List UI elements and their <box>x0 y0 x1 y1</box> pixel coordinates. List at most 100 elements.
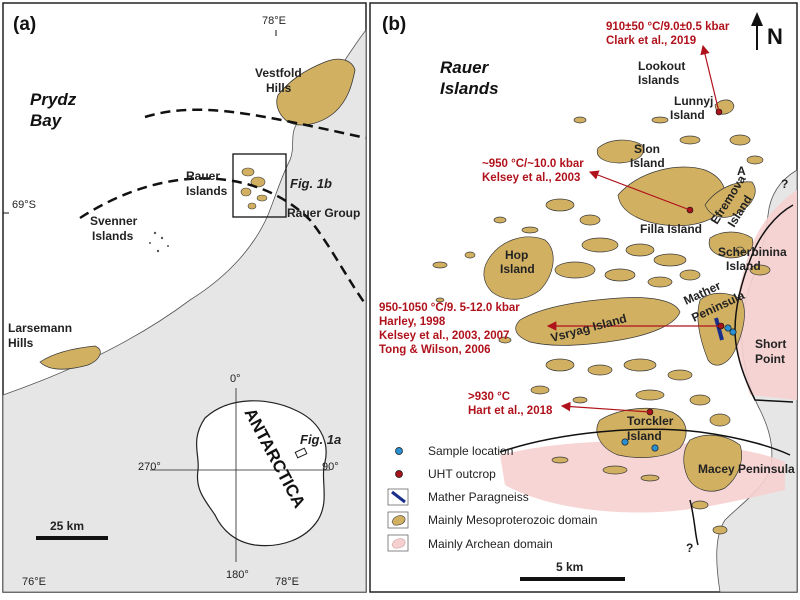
panel-b-label: (b) <box>382 14 406 35</box>
panel-b: (b) N Rauer Islands Lookout Islands Lunn… <box>369 2 798 593</box>
hop-island-shape <box>483 236 554 300</box>
vestfold-label-1: Vestfold <box>255 66 302 80</box>
fig1a-label: Fig. 1a <box>300 432 341 447</box>
multi-annotation-2: Harley, 1998 <box>379 316 446 328</box>
prydz-label-1: Prydz <box>30 90 77 109</box>
fig1a-box <box>294 447 308 459</box>
filla-label: Filla Island <box>640 222 702 236</box>
legend-swatch-uht <box>395 470 403 478</box>
rauer-group-label: Rauer Group <box>287 206 360 220</box>
rauer-title-2: Islands <box>440 79 499 98</box>
legend-item-uht: UHT outcrop <box>428 467 496 481</box>
sample-location-torckler-2 <box>651 444 659 452</box>
rauer-label-2: Islands <box>186 184 228 198</box>
short-label-2: Point <box>755 352 785 366</box>
legend-swatch-mesoproterozoic <box>391 515 406 526</box>
inset-deg-right: 90° <box>322 461 339 473</box>
panel-a: (a) 78°E 69°S 76°E 78°E Prydz Bay Vestfo… <box>2 2 368 593</box>
macey-peninsula-shape <box>683 434 742 492</box>
coord-bottom-right-a: 78°E <box>275 576 299 588</box>
north-arrow-icon: N <box>751 12 783 50</box>
efremova-island-shape <box>704 181 756 218</box>
legend-item-archean: Mainly Archean domain <box>428 537 553 551</box>
prydz-label-2: Bay <box>30 111 63 130</box>
short-label-1: Short <box>755 337 786 351</box>
arrow-hart <box>560 401 651 413</box>
rauer-label-1: Rauer <box>186 169 220 183</box>
legend: Sample location UHT outcrop Mather Parag… <box>387 444 597 552</box>
hart-annotation-2: Hart et al., 2018 <box>468 405 553 417</box>
sample-location-mather-2 <box>729 328 737 336</box>
legend-swatch-archean <box>391 538 406 549</box>
coord-left-a: 69°S <box>12 199 36 211</box>
inset-deg-left: 270° <box>138 461 161 473</box>
boundary-dashed-north <box>144 108 367 140</box>
hop-label-1: Hop <box>505 248 528 262</box>
domain-boundary-south <box>499 428 791 456</box>
domain-boundary-east <box>734 204 794 403</box>
antarctica-outline <box>196 400 327 547</box>
mather-paragneiss-outcrop <box>714 317 724 341</box>
multi-annotation-4: Tong & Wilson, 2006 <box>379 344 491 356</box>
slon-island-shape <box>596 139 644 164</box>
vestfold-label-2: Hills <box>266 81 292 95</box>
torckler-label-2: Island <box>627 429 662 443</box>
archean-domain-east <box>734 190 797 400</box>
macey-label: Macey Peninsula <box>698 462 795 476</box>
arrow-kelsey <box>588 170 691 211</box>
lunnyj-label-2: Island <box>670 108 705 122</box>
scherbinina-label-1: Scherbinina <box>718 245 787 259</box>
multi-annotation-3: Kelsey et al., 2003, 2007 <box>379 330 509 342</box>
sample-location-torckler <box>621 438 629 446</box>
svenner-label-2: Islands <box>92 229 134 243</box>
torckler-label-1: Torckler <box>627 414 674 428</box>
antarctica-inset: 0° 270° 90° 180° ANTARCTICA Fig. 1a <box>138 373 341 581</box>
arrow-clark <box>700 44 720 113</box>
larsemann-label-1: Larsemann <box>8 321 72 335</box>
vestfold-hills-shape <box>276 58 356 126</box>
coord-bottom-left-a: 76°E <box>22 576 46 588</box>
slon-label-1: Slon <box>634 142 660 156</box>
scherbinina-label-2: Island <box>726 259 761 273</box>
fig1b-box <box>232 153 287 218</box>
question-mark-south: ? <box>686 541 693 555</box>
legend-item-mesoproterozoic: Mainly Mesoproterozoic domain <box>428 513 597 527</box>
multi-annotation-1: 950-1050 °C/9. 5-12.0 kbar <box>379 302 520 314</box>
inset-deg-top: 0° <box>230 373 241 385</box>
hart-annotation-1: >930 °C <box>468 391 510 403</box>
clark-annotation-1: 910±50 °C/9.0±0.5 kbar <box>606 21 730 33</box>
legend-item-sample: Sample location <box>428 444 513 458</box>
coord-top-a: 78°E <box>262 15 286 27</box>
fig1b-label: Fig. 1b <box>290 176 332 191</box>
clark-annotation-2: Clark et al., 2019 <box>606 35 696 47</box>
a-mark: A <box>737 164 746 178</box>
larsemann-label-2: Hills <box>8 336 34 350</box>
north-label: N <box>767 24 783 49</box>
sample-location-mather <box>724 324 732 332</box>
lookout-label-1: Lookout <box>638 59 685 73</box>
torckler-island-shape <box>596 407 687 458</box>
scale-label-b: 5 km <box>556 560 583 574</box>
kelsey-annotation-2: Kelsey et al., 2003 <box>482 172 580 184</box>
inset-deg-bottom: 180° <box>226 569 249 581</box>
boundary-dashed-south <box>79 177 368 306</box>
legend-swatch-sample <box>395 447 403 455</box>
panel-a-label: (a) <box>13 14 36 35</box>
domain-boundary-tail <box>689 499 699 546</box>
lookout-label-2: Islands <box>638 73 680 87</box>
scale-label-a: 25 km <box>50 519 84 533</box>
kelsey-annotation-1: ~950 °C/~10.0 kbar <box>482 158 584 170</box>
svenner-islands-dots <box>149 231 169 253</box>
question-mark-north: ? <box>781 177 788 191</box>
rauer-islands-small <box>240 167 268 210</box>
legend-item-paragneiss: Mather Paragneiss <box>428 490 529 504</box>
legend-swatch-paragneiss <box>391 490 406 504</box>
slon-label-2: Island <box>630 156 665 170</box>
lunnyj-label-1: Lunnyj <box>674 94 713 108</box>
larsemann-hills-shape <box>39 345 101 370</box>
rauer-title-1: Rauer <box>440 58 490 77</box>
hop-label-2: Island <box>500 262 535 276</box>
svenner-label-1: Svenner <box>90 214 138 228</box>
